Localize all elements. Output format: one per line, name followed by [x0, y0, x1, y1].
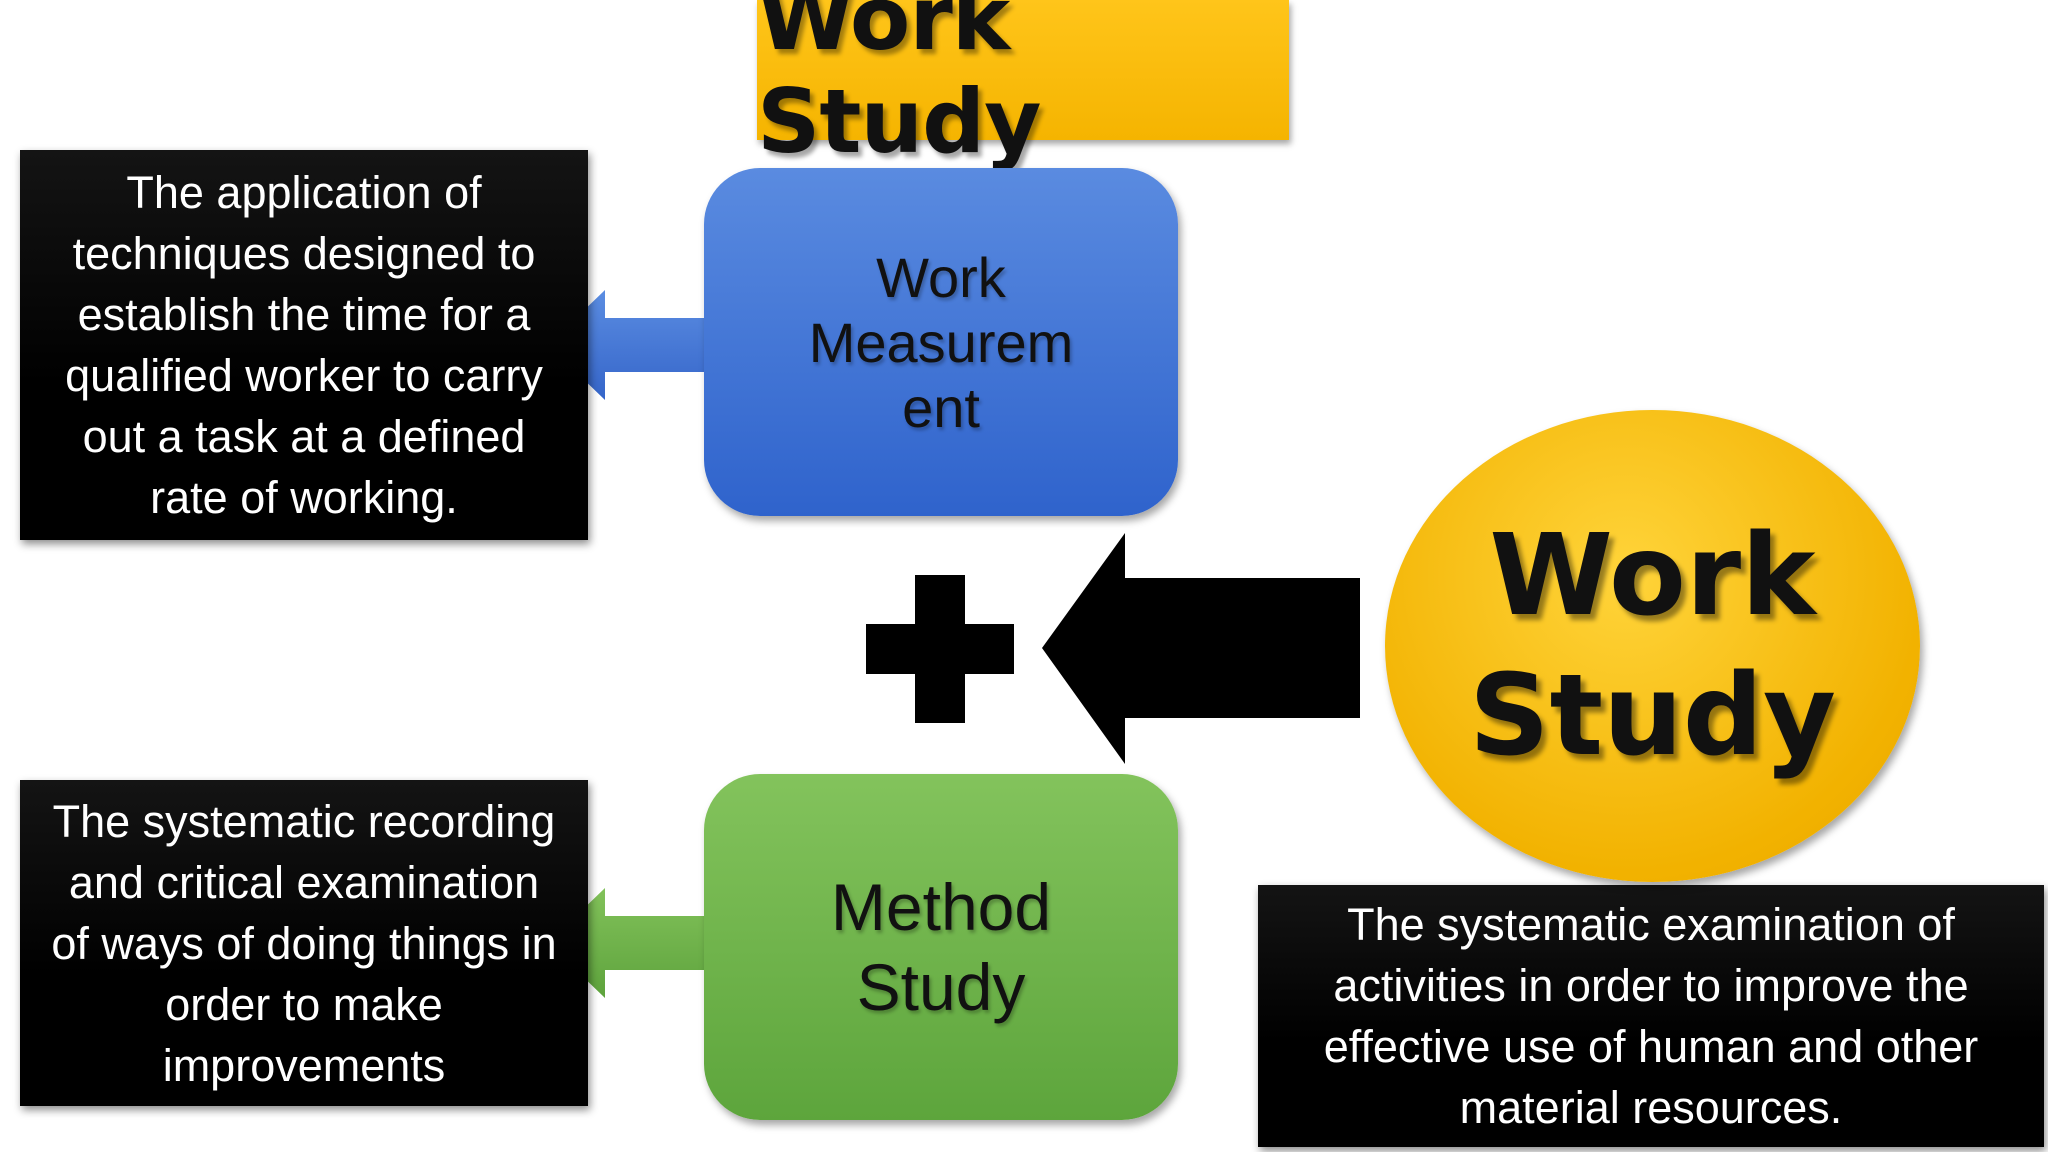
- method-study-label: Method Study: [830, 870, 1052, 1024]
- work-study-definition-text: The systematic examination of activities…: [1323, 899, 1979, 1133]
- work-study-definition: The systematic examination of activities…: [1258, 885, 2044, 1147]
- method-study-definition-text: The systematic recording and critical ex…: [51, 795, 557, 1091]
- work-study-circle: Work Study: [1385, 410, 1920, 882]
- work-measurement-node: Work Measurem ent: [704, 168, 1178, 516]
- arrow-left-icon: [1042, 533, 1360, 764]
- method-study-node: Method Study: [704, 774, 1178, 1120]
- page-title: Work Study: [757, 0, 1041, 173]
- work-measurement-label: Work Measurem ent: [808, 245, 1074, 439]
- title-banner: Work Study: [757, 0, 1289, 173]
- method-study-arrow: [548, 888, 710, 998]
- work-measurement-arrow: [548, 290, 710, 400]
- work-measurement-definition: The application of techniques designed t…: [20, 150, 588, 540]
- method-study-definition: The systematic recording and critical ex…: [20, 780, 588, 1106]
- work-measurement-definition-text: The application of techniques designed t…: [65, 167, 543, 523]
- work-study-circle-label: Work Study: [1468, 511, 1837, 781]
- plus-icon: [866, 575, 1014, 723]
